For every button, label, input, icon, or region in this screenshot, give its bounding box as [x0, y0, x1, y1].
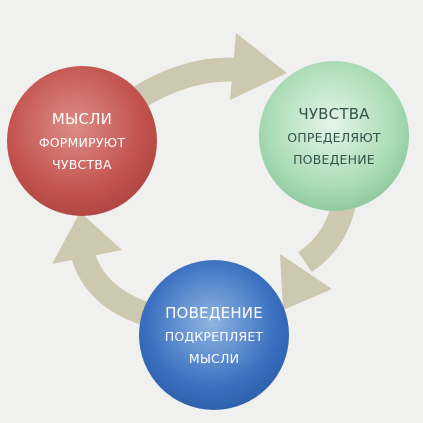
thoughts-object: ЧУВСТВА	[52, 157, 112, 172]
behavior-title: ПОВЕДЕНИЕ	[165, 304, 263, 322]
behavior-label: ПОВЕДЕНИЕ ПОДКРЕПЛЯЕТ МЫСЛИ	[165, 304, 264, 366]
feelings-label: ЧУВСТВА ОПРЕДЕЛЯЮТ ПОВЕДЕНИЕ	[287, 105, 381, 167]
behavior-circle: ПОВЕДЕНИЕ ПОДКРЕПЛЯЕТ МЫСЛИ	[139, 260, 289, 410]
thoughts-title: МЫСЛИ	[51, 110, 113, 128]
behavior-object: МЫСЛИ	[188, 351, 240, 366]
behavior-verb: ПОДКРЕПЛЯЕТ	[164, 329, 264, 344]
thoughts-circle: МЫСЛИ ФОРМИРУЮТ ЧУВСТВА	[7, 66, 157, 216]
arrowhead-feelings-to-behavior	[280, 254, 332, 310]
arrow-thoughts-to-feelings	[131, 57, 241, 109]
feelings-verb: ОПРЕДЕЛЯЮТ	[287, 130, 381, 145]
arrowhead-thoughts-to-feelings	[230, 33, 287, 100]
thoughts-verb: ФОРМИРУЮТ	[38, 135, 126, 150]
feelings-circle: ЧУВСТВА ОПРЕДЕЛЯЮТ ПОВЕДЕНИЕ	[259, 61, 409, 211]
feelings-title: ЧУВСТВА	[298, 105, 370, 123]
arrowhead-behavior-to-thoughts	[52, 212, 122, 264]
feelings-object: ПОВЕДЕНИЕ	[293, 152, 375, 167]
thoughts-label: МЫСЛИ ФОРМИРУЮТ ЧУВСТВА	[39, 110, 125, 172]
